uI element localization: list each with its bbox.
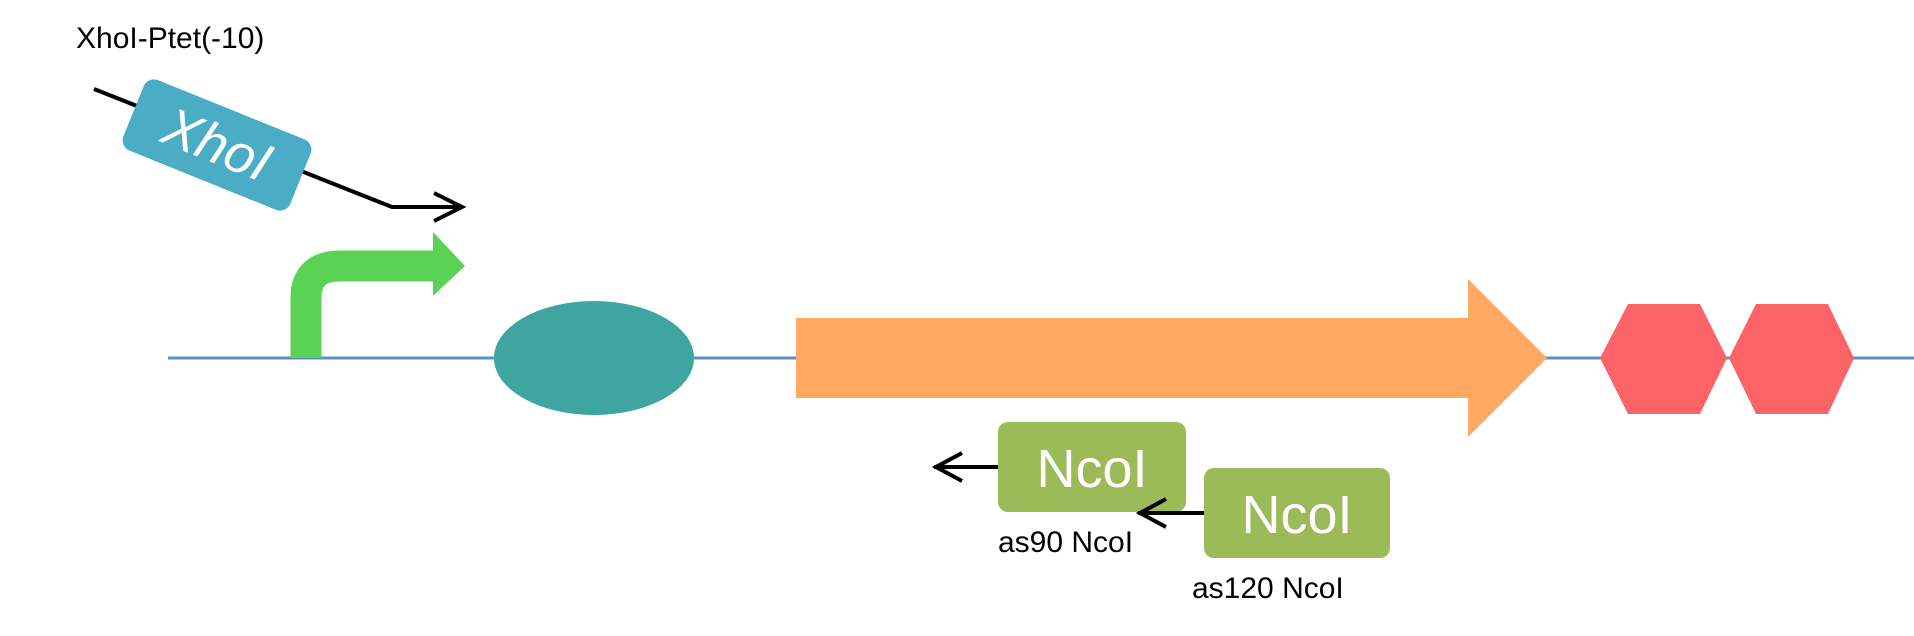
forward-primer-label: XhoI-Ptet(-10) [76, 22, 264, 55]
terminator-hexagon-1 [1600, 304, 1727, 414]
terminator-hexagon-2 [1729, 304, 1854, 414]
ncoi-site-label-as90: NcoI [1036, 439, 1147, 499]
rbs-glyph [494, 301, 694, 415]
promoter-arrowhead [433, 232, 465, 296]
ncoi-site-box-as90 [998, 422, 1186, 512]
reverse-primer-as120-arrowhead [1135, 497, 1167, 529]
cds-glyph [796, 279, 1547, 437]
ncoi-site-label-as120: NcoI [1241, 485, 1352, 545]
xhoi-site-box: XhoI [122, 79, 312, 211]
forward-primer-arrowhead [433, 191, 467, 223]
promoter-glyph [290, 250, 440, 358]
reverse-primer-as90-arrowhead [931, 451, 963, 483]
ncoi-site-box-as120 [1204, 468, 1390, 558]
reverse-primer-as120-label: as120 NcoI [1192, 572, 1344, 605]
reverse-primer-as90-label: as90 NcoI [998, 526, 1133, 559]
